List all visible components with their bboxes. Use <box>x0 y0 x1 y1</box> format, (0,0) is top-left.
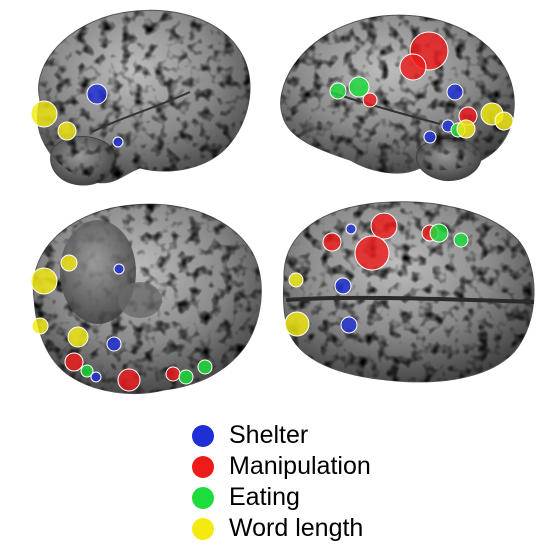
activation-marker-eating <box>178 369 194 385</box>
activation-marker-word-length <box>31 317 49 335</box>
activation-marker-eating <box>348 76 370 98</box>
activation-marker-eating <box>197 359 213 375</box>
activation-marker-manipulation <box>322 232 342 252</box>
activation-marker-eating <box>453 232 469 248</box>
activation-marker-word-length <box>67 326 89 348</box>
activation-marker-shelter <box>113 263 125 275</box>
activation-marker-shelter <box>340 316 358 334</box>
brainstem-ventral <box>118 282 162 318</box>
activation-marker-shelter <box>112 136 124 148</box>
legend-label-shelter: Shelter <box>229 421 309 449</box>
activation-marker-shelter <box>334 277 352 295</box>
legend-dot-shelter <box>192 425 214 447</box>
activation-marker-word-length <box>494 111 514 131</box>
activation-marker-word-length <box>60 254 78 272</box>
interhemispheric-fissure <box>285 295 535 304</box>
activation-marker-manipulation <box>354 235 390 271</box>
left-lateral-view <box>37 9 251 186</box>
legend-label-word-length: Word length <box>229 514 364 542</box>
brain-hemisphere-texture <box>37 10 251 183</box>
activation-marker-manipulation <box>64 352 84 372</box>
sylvian-fissure <box>91 91 191 133</box>
brain-dorsal-texture <box>283 201 535 382</box>
activation-marker-eating <box>80 364 94 378</box>
activation-marker-word-length <box>456 119 476 139</box>
activation-marker-manipulation <box>399 53 427 81</box>
right-lateral-view <box>280 14 515 182</box>
activation-marker-manipulation <box>165 366 181 382</box>
activation-marker-word-length <box>288 272 304 288</box>
legend-label-manipulation: Manipulation <box>229 452 371 480</box>
activation-marker-word-length <box>284 311 310 337</box>
activation-marker-word-length <box>30 267 58 295</box>
legend-label-eating: Eating <box>229 483 300 511</box>
activation-marker-word-length <box>30 100 58 128</box>
legend-dot-manipulation <box>192 456 214 478</box>
activation-marker-shelter <box>345 223 357 235</box>
activation-marker-shelter <box>106 336 122 352</box>
activation-marker-eating <box>329 82 347 100</box>
activation-marker-manipulation <box>370 212 398 240</box>
activation-marker-shelter <box>86 83 108 105</box>
activation-marker-eating <box>429 223 449 243</box>
activation-markers <box>30 31 514 392</box>
legend-dot-word-length <box>192 518 214 540</box>
activation-marker-manipulation <box>117 368 141 392</box>
activation-marker-word-length <box>57 121 77 141</box>
cerebellum-ventral <box>60 220 136 324</box>
dorsal-view <box>282 201 535 383</box>
activation-marker-shelter <box>446 83 464 101</box>
activation-marker-shelter <box>423 130 437 144</box>
activation-marker-shelter <box>90 371 102 383</box>
legend-dot-eating <box>192 487 214 509</box>
activation-marker-manipulation <box>362 92 378 108</box>
ventral-view <box>32 203 262 395</box>
